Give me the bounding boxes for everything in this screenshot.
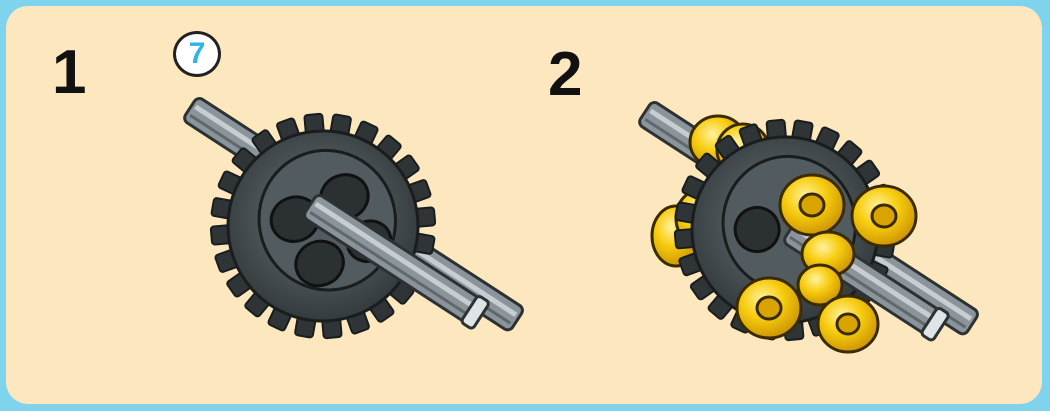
quantity-badge: 7 <box>173 31 221 77</box>
step1-assembly <box>179 82 524 369</box>
step-number-2: 2 <box>548 44 582 106</box>
step2-assembly <box>637 89 979 371</box>
step-number-1: 1 <box>52 42 86 104</box>
